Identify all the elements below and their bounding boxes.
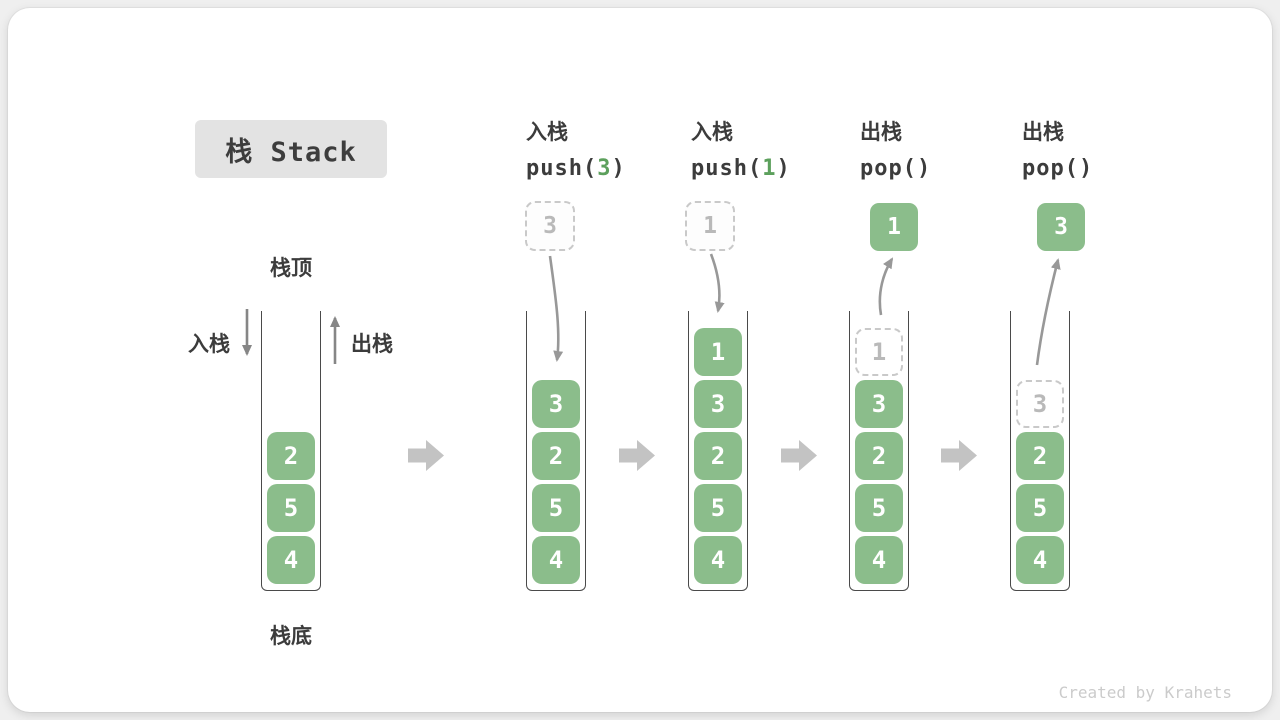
code-pre: pop( xyxy=(1022,156,1079,181)
next-step-arrow-icon xyxy=(619,440,655,471)
step2-header: 入栈 push(1) xyxy=(691,116,841,181)
step4-header: 出栈 pop() xyxy=(1022,116,1172,181)
next-step-arrow-icon xyxy=(781,440,817,471)
step2-op-label: 入栈 xyxy=(691,120,733,144)
stack-top-label: 栈顶 xyxy=(270,256,312,280)
stack-cell: 4 xyxy=(532,536,580,584)
step3-op-label: 出栈 xyxy=(860,120,902,144)
step1-op-code: push(3) xyxy=(526,156,676,181)
stack-cell: 4 xyxy=(267,536,315,584)
code-pre: push( xyxy=(691,156,763,181)
step3-header: 出栈 pop() xyxy=(860,116,1010,181)
stack-cell: 3 xyxy=(855,380,903,428)
stack-cell: 5 xyxy=(855,484,903,532)
code-arg: 1 xyxy=(762,156,777,181)
step4-op-code: pop() xyxy=(1022,156,1172,181)
stack-cell: 4 xyxy=(855,536,903,584)
stack-cell: 5 xyxy=(1016,484,1064,532)
stack-cell: 1 xyxy=(694,328,742,376)
code-post: ) xyxy=(611,156,626,181)
next-step-arrow-icon xyxy=(408,440,444,471)
pop-motion-arrow-step3 xyxy=(878,257,894,316)
stack-bottom-label: 栈底 xyxy=(270,624,312,648)
push-motion-arrow-step2 xyxy=(709,253,725,313)
stack-cell: 4 xyxy=(1016,536,1064,584)
step4-op-label: 出栈 xyxy=(1022,120,1064,144)
incoming-element-1: 1 xyxy=(685,201,735,251)
stack-cell: 5 xyxy=(267,484,315,532)
page-title: 栈 Stack xyxy=(225,136,357,168)
step1-header: 入栈 push(3) xyxy=(526,116,676,181)
popped-element-3: 3 xyxy=(1037,203,1085,251)
stack-cell: 5 xyxy=(532,484,580,532)
arrows-overlay xyxy=(242,253,1061,366)
diagram-card: 栈 Stack 入栈 push(3) 入栈 push(1) 出栈 pop() 出… xyxy=(8,8,1272,712)
ghost-cell: 3 xyxy=(1016,380,1064,428)
code-pre: push( xyxy=(526,156,598,181)
incoming-element-3: 3 xyxy=(525,201,575,251)
stack-cell: 3 xyxy=(694,380,742,428)
code-post: ) xyxy=(776,156,791,181)
push-direction-label: 入栈 xyxy=(188,332,230,356)
code-pre: pop( xyxy=(860,156,917,181)
popped-element-1: 1 xyxy=(870,203,918,251)
stack-cell: 2 xyxy=(694,432,742,480)
pop-direction-label: 出栈 xyxy=(351,332,393,356)
stack-cell: 2 xyxy=(267,432,315,480)
stack-cell: 5 xyxy=(694,484,742,532)
step1-op-label: 入栈 xyxy=(526,120,568,144)
step3-op-code: pop() xyxy=(860,156,1010,181)
stack-cell: 2 xyxy=(532,432,580,480)
ghost-cell: 1 xyxy=(855,328,903,376)
code-post: ) xyxy=(916,156,932,181)
watermark: Created by Krahets xyxy=(1058,683,1232,702)
stack-cell: 2 xyxy=(855,432,903,480)
next-step-arrow-icon xyxy=(941,440,977,471)
title-badge: 栈 Stack xyxy=(195,120,387,178)
stack-cell: 2 xyxy=(1016,432,1064,480)
stack-cell: 3 xyxy=(532,380,580,428)
code-arg: 3 xyxy=(597,156,612,181)
stack-cell: 4 xyxy=(694,536,742,584)
code-post: ) xyxy=(1078,156,1094,181)
step2-op-code: push(1) xyxy=(691,156,841,181)
